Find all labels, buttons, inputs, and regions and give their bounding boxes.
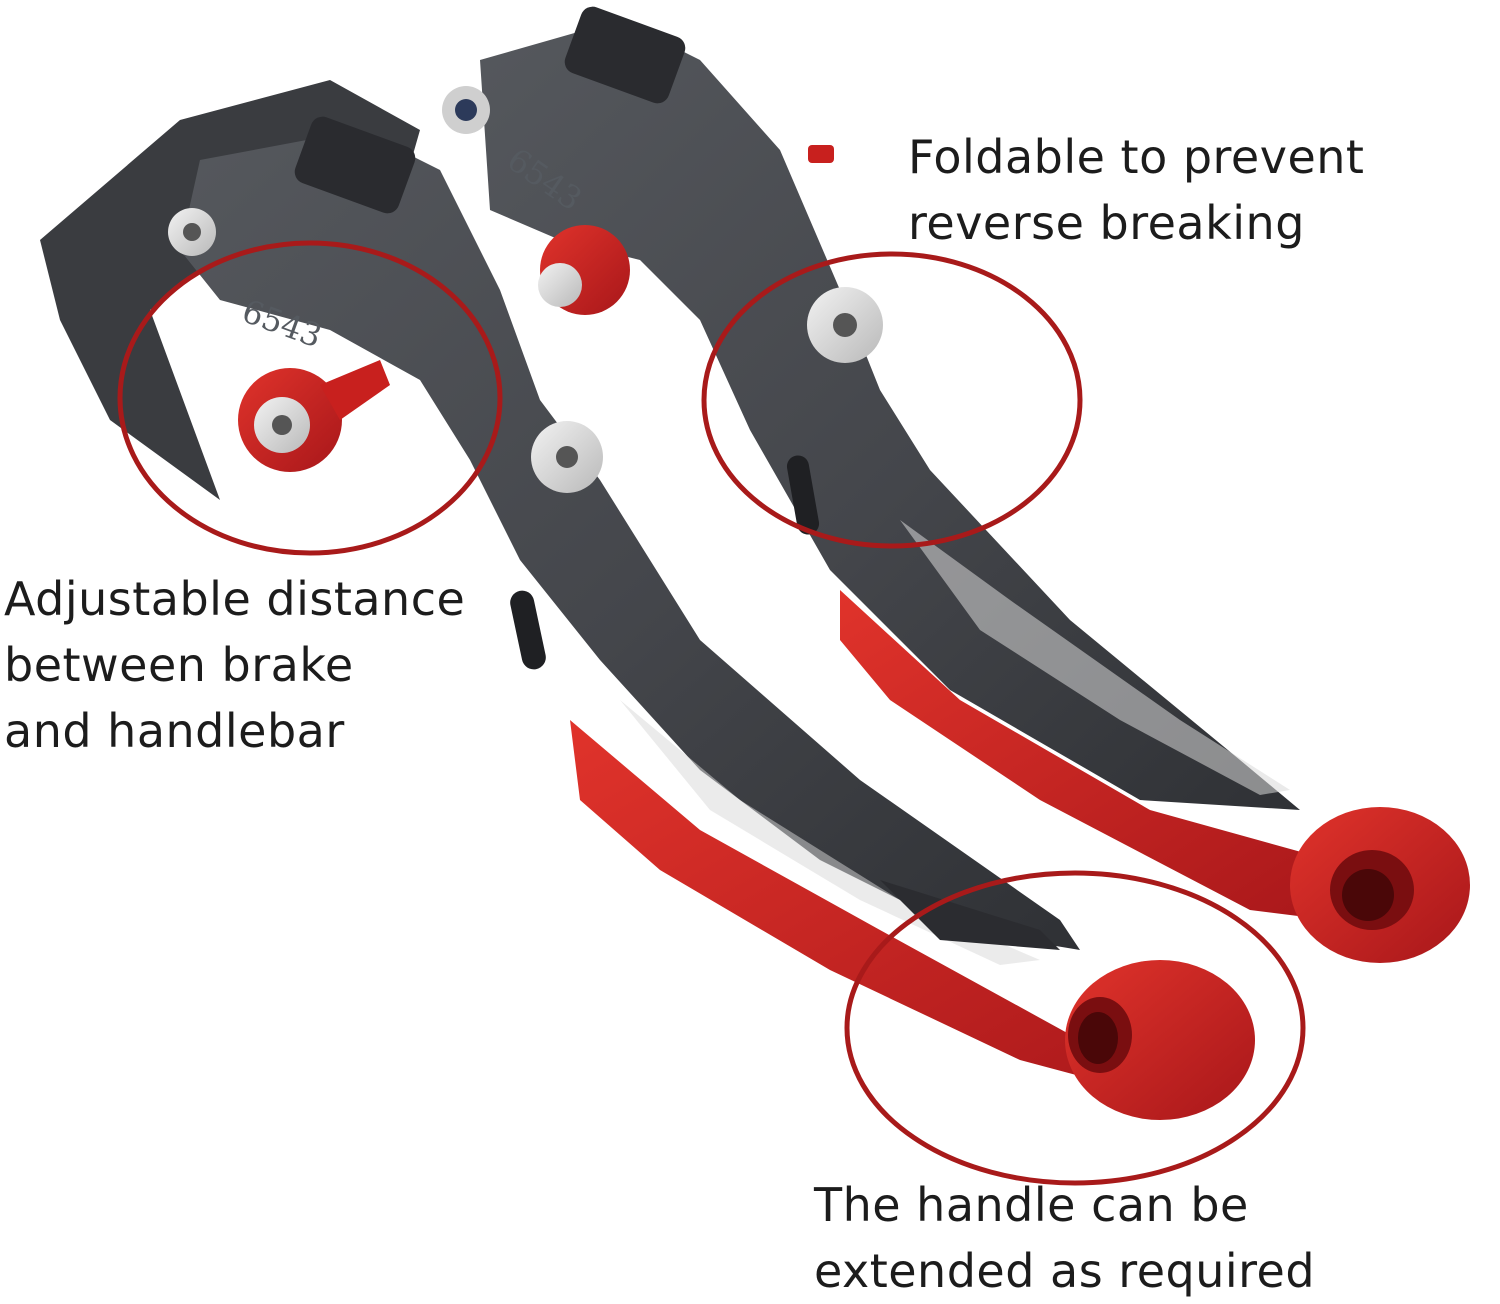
adjuster-knob-tab	[320, 360, 390, 420]
caption-extendable: The handle can be extended as required	[814, 1172, 1315, 1304]
front-lever-body	[180, 130, 1080, 950]
rear-red-pin	[808, 145, 834, 163]
rear-lever-end-cap	[1290, 807, 1470, 963]
front-lever-end-cap	[1065, 960, 1255, 1120]
front-lever: 6543 6543	[40, 80, 1255, 1120]
caption-foldable-line-2: reverse breaking	[908, 196, 1305, 250]
front-top-bolt-hex	[183, 223, 201, 241]
rear-lever-highlight	[900, 520, 1290, 795]
rear-lever-slot	[786, 455, 820, 535]
rear-lever-body	[480, 20, 1300, 810]
front-lever-slot	[510, 590, 546, 670]
front-fold-bolt-hex	[556, 446, 578, 468]
caption-adjustable: Adjustable distance between brake and ha…	[4, 566, 465, 764]
adjuster-bolt-hex	[272, 415, 292, 435]
caption-adjustable-line-2: between brake	[4, 638, 354, 692]
caption-adjustable-line-1: Adjustable distance	[4, 572, 466, 626]
caption-foldable-line-1: Foldable to prevent	[908, 130, 1365, 184]
rear-fold-bolt-hex	[833, 313, 857, 337]
callout-circle-extend	[844, 870, 1306, 1186]
callout-circle-adjust	[117, 240, 503, 556]
caption-foldable: Foldable to prevent reverse breaking	[908, 124, 1364, 256]
caption-extendable-line-1: The handle can be	[814, 1178, 1249, 1232]
rear-lever-top-tab	[564, 6, 686, 104]
callout-circle-fold	[701, 251, 1083, 549]
rear-lever-red-edge	[840, 590, 1350, 920]
front-lever-dark-tip	[880, 880, 1060, 950]
rear-top-nut-core	[455, 99, 477, 121]
caption-extendable-line-2: extended as required	[814, 1244, 1316, 1298]
rear-lever	[442, 6, 1470, 963]
rear-pivot-nut	[538, 263, 582, 307]
caption-adjustable-line-3: and handlebar	[4, 704, 345, 758]
front-lever-top-tab	[294, 116, 416, 214]
